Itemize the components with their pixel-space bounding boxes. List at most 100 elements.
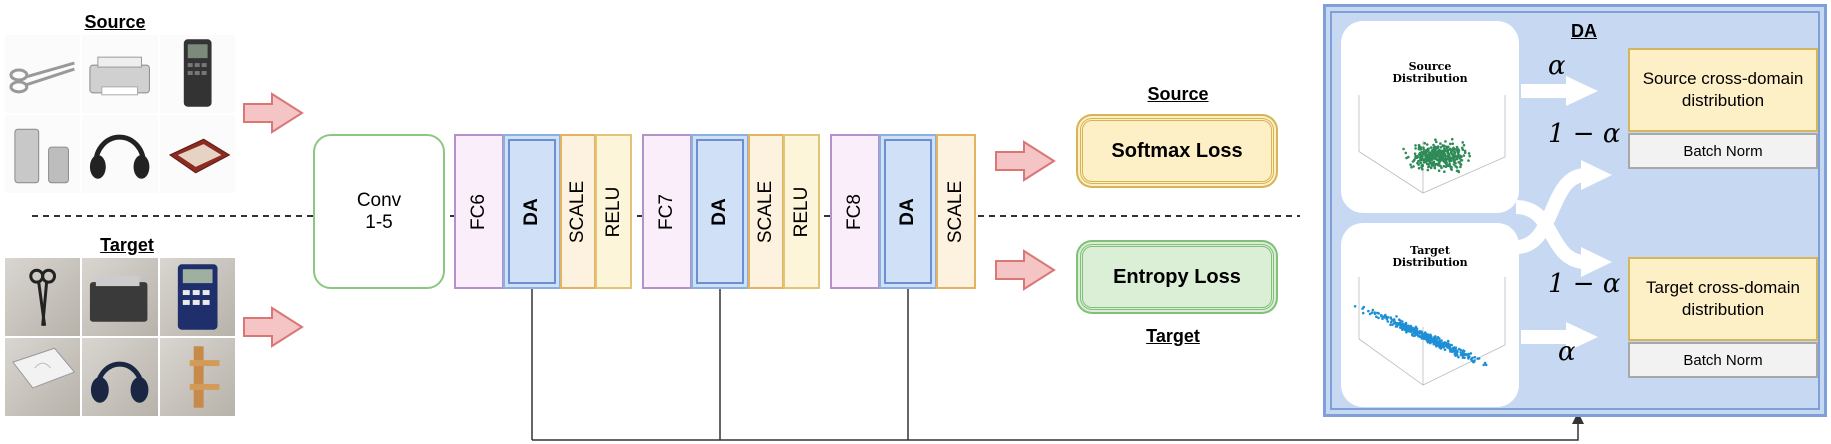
scatter-point [1389,320,1393,324]
fc7-layer: FC7 [642,134,692,289]
scatter-point [1402,147,1405,151]
headphones-photo [82,338,158,416]
scatter-point [1419,330,1423,333]
da-flow-arrows [1515,76,1612,352]
one-minus-alpha-label-top: 1 − α [1548,119,1621,149]
scatter-point [1371,308,1375,312]
scatter-point [1445,157,1448,161]
source-batch-norm-label: Batch Norm [1683,142,1763,160]
scatter-point [1431,338,1434,341]
headphones-image [82,115,158,193]
tray-image [159,115,235,193]
scatter-point [1442,345,1446,348]
scatter-point [1441,156,1444,160]
softmax-loss-box: Softmax Loss [1080,118,1274,184]
conv-label-line2: 1-5 [365,211,393,233]
scatter-point [1385,317,1389,321]
scale-label-2: SCALE [755,180,776,243]
scatter-point [1417,163,1420,166]
scatter-point [1445,162,1448,166]
scatter-point [1444,165,1448,168]
scatter-point [1467,159,1470,162]
da-label-2: DA [709,197,730,226]
scatter-point [1438,337,1441,340]
scatter-point [1432,342,1436,346]
scatter-point [1482,363,1485,367]
scale-layer-2: SCALE [748,134,784,289]
printer-image [82,35,158,113]
scatter-point [1459,351,1463,354]
scatter-point [1404,151,1408,155]
fc8-layer: FC8 [830,134,880,289]
calculator-photo [159,258,235,336]
scatter-point [1444,154,1447,158]
scatter-point [1452,147,1455,151]
da-layer-1: DA [503,134,561,289]
scatter-point [1402,326,1405,329]
scatter-point [1467,352,1470,356]
scatter-point [1389,317,1393,320]
scatter-point [1477,357,1481,360]
scatter-point [1435,140,1438,144]
entropy-arrow [995,249,1056,291]
scale-label-1: SCALE [567,180,588,243]
target-plot-title: Target Distribution [1392,244,1468,269]
scatter-point [1427,337,1430,341]
scatter-point [1417,147,1421,151]
scatter-point [1438,154,1442,158]
da-detail-panel: DA Source Distribution Target Distributi… [1323,4,1827,417]
scatter-point [1451,142,1454,145]
scale-label-3: SCALE [945,180,966,243]
scatter-point [1414,147,1417,150]
scatter-point [1409,163,1412,166]
scatter-point [1435,155,1438,158]
scatter-point [1426,168,1430,172]
trash-can-image [5,115,81,193]
scatter-point [1440,343,1444,347]
scatter-point [1370,311,1374,314]
scatter-point [1434,343,1438,346]
scatter-point [1484,363,1488,367]
scatter-point [1391,323,1394,326]
trash-can-photo [5,338,81,416]
target-header: Target [100,235,154,255]
scatter-point [1389,323,1392,327]
scatter-point [1381,317,1384,320]
scatter-point [1429,152,1432,155]
scatter-point [1436,163,1439,166]
source-cross-domain-label: Source cross-domain distribution [1642,68,1804,110]
scale-layer-3: SCALE [936,134,976,289]
da-feedback-connector [531,287,1579,441]
scatter-point [1424,154,1427,158]
scatter-point [1483,361,1487,365]
scatter-point [1428,160,1431,163]
scatter-point [1440,149,1443,153]
da-label-1: DA [521,197,542,226]
scatter-point [1435,339,1438,342]
scatter-point [1449,343,1452,347]
scatter-point [1375,315,1378,318]
scatter-point [1462,154,1466,157]
scatter-point [1373,311,1376,314]
scatter-point [1441,144,1445,147]
scatter-point [1396,322,1399,325]
scatter-point [1401,323,1405,327]
scatter-point [1450,168,1453,171]
scatter-point [1438,341,1441,345]
scatter-point [1423,141,1426,145]
scatter-point [1439,142,1442,145]
loss-target-header: Target [1146,326,1200,346]
source-scatter [1358,95,1506,194]
scatter-point [1407,324,1410,328]
entropy-loss-box: Entropy Loss [1080,244,1274,310]
scatter-point [1368,312,1372,316]
scatter-point [1401,328,1404,331]
scatter-point [1429,335,1433,338]
alpha-label-top: α [1548,51,1566,81]
scatter-point [1457,148,1461,152]
scatter-point [1419,161,1422,165]
source-cross-domain-box: Source cross-domain distribution [1628,48,1818,132]
printer-photo [82,258,158,336]
scale-layer-1: SCALE [560,134,596,289]
scatter-point [1462,143,1466,147]
